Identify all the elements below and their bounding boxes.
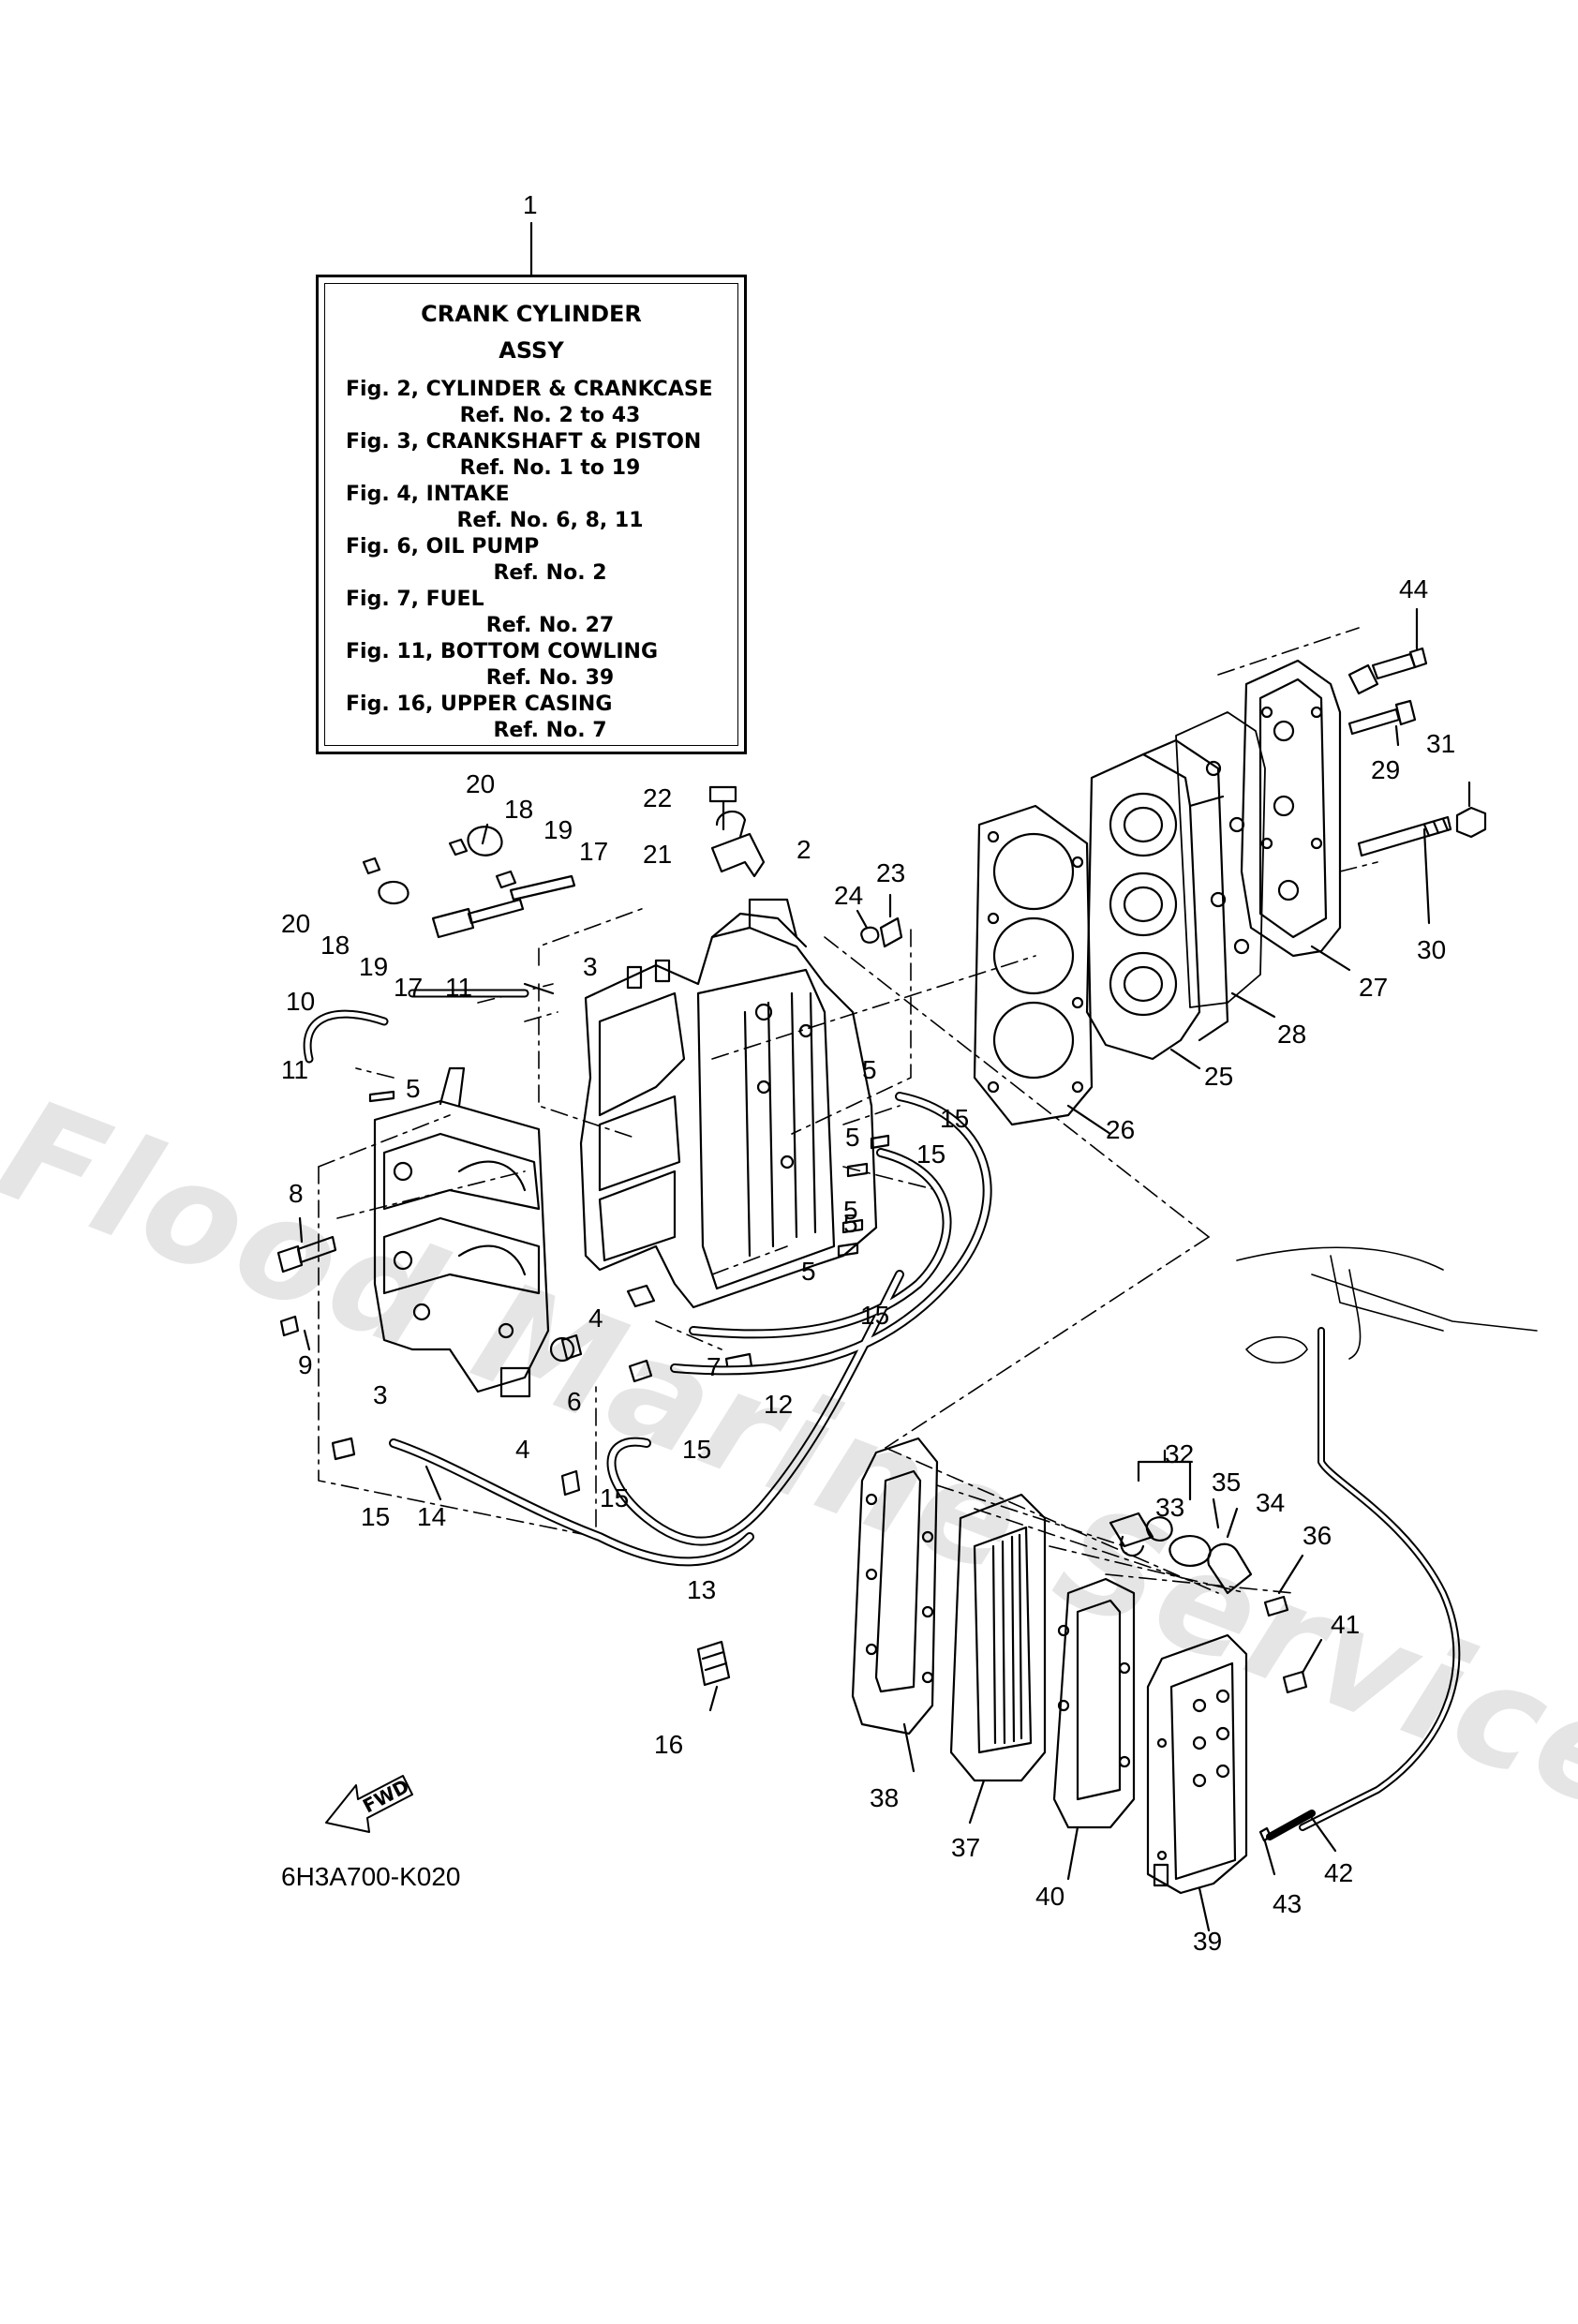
callout-36: 36 xyxy=(1303,1521,1332,1550)
callout-12: 12 xyxy=(764,1390,794,1419)
callout-21: 21 xyxy=(643,840,673,869)
callout-19: 19 xyxy=(359,952,389,981)
callout-4: 4 xyxy=(515,1435,530,1464)
callout-14: 14 xyxy=(417,1502,447,1531)
callout-10: 10 xyxy=(286,987,316,1016)
callout-18: 18 xyxy=(320,931,350,960)
callout-9: 9 xyxy=(298,1350,313,1379)
callout-17: 17 xyxy=(394,973,424,1002)
box-title-line1: CRANK CYLINDER xyxy=(421,301,642,327)
callout-28: 28 xyxy=(1277,1020,1307,1049)
callout-37: 37 xyxy=(951,1833,981,1862)
callout-30: 30 xyxy=(1417,935,1447,964)
callout-5: 5 xyxy=(801,1257,816,1286)
callout-19: 19 xyxy=(543,815,573,844)
callout-38: 38 xyxy=(870,1783,900,1812)
callout-3: 3 xyxy=(373,1380,388,1409)
callout-3: 3 xyxy=(583,952,598,981)
callout-15: 15 xyxy=(916,1140,946,1169)
box-fig-entry: Fig. 11, BOTTOM COWLING xyxy=(346,640,658,663)
box-fig-entry: Fig. 3, CRANKSHAFT & PISTON xyxy=(346,430,702,454)
callout-26: 26 xyxy=(1106,1115,1136,1144)
callout-11: 11 xyxy=(445,973,473,1002)
callout-39: 39 xyxy=(1193,1927,1223,1956)
callout-15: 15 xyxy=(361,1502,391,1531)
box-ref-entry: Ref. No. 2 to 43 xyxy=(459,404,641,427)
callout-32: 32 xyxy=(1165,1439,1195,1468)
callout-40: 40 xyxy=(1035,1882,1065,1911)
callout-13: 13 xyxy=(687,1575,717,1604)
callout-5: 5 xyxy=(862,1055,877,1084)
callout-22: 22 xyxy=(643,783,673,812)
callout-8: 8 xyxy=(289,1179,304,1208)
callout-42: 42 xyxy=(1324,1858,1354,1887)
box-ref-entry: Ref. No. 1 to 19 xyxy=(459,456,641,480)
fwd-label: FWD xyxy=(359,1775,412,1818)
box-fig-entry: Fig. 7, FUEL xyxy=(346,588,484,611)
box-ref-entry: Ref. No. 27 xyxy=(485,614,615,637)
callout-2: 2 xyxy=(796,835,811,864)
callout-23: 23 xyxy=(876,858,906,887)
callout-25: 25 xyxy=(1204,1062,1234,1091)
callout-34: 34 xyxy=(1256,1488,1286,1517)
callout-4: 4 xyxy=(588,1304,603,1333)
callout-18: 18 xyxy=(504,795,534,824)
callout-5: 5 xyxy=(843,1209,858,1238)
callout-15: 15 xyxy=(940,1104,970,1133)
callout-31: 31 xyxy=(1426,729,1456,758)
callout-35: 35 xyxy=(1212,1467,1242,1497)
box-fig-entry: Fig. 16, UPPER CASING xyxy=(346,693,613,716)
box-fig-entry: Fig. 4, INTAKE xyxy=(346,483,510,506)
callout-33: 33 xyxy=(1155,1493,1185,1522)
callout-11: 11 xyxy=(281,1055,309,1084)
callout-41: 41 xyxy=(1331,1610,1361,1639)
callout-44: 44 xyxy=(1399,574,1429,603)
callout-15: 15 xyxy=(682,1435,712,1464)
callout-7: 7 xyxy=(707,1352,722,1381)
callout-5: 5 xyxy=(843,1196,858,1225)
box-fig-entry: Fig. 2, CYLINDER & CRANKCASE xyxy=(346,378,713,401)
callout-20: 20 xyxy=(281,909,311,938)
callout-27: 27 xyxy=(1359,973,1389,1002)
callout-43: 43 xyxy=(1273,1889,1303,1918)
callout-16: 16 xyxy=(654,1730,684,1759)
callout-24: 24 xyxy=(834,881,864,910)
fwd-arrow xyxy=(325,1775,413,1833)
callout-5: 5 xyxy=(845,1123,860,1152)
assembly-info-box: CRANK CYLINDER ASSY Fig. 2, CYLINDER & C… xyxy=(316,275,747,754)
callout-29: 29 xyxy=(1371,755,1401,784)
box-fig-entry: Fig. 6, OIL PUMP xyxy=(346,535,540,559)
callout-17: 17 xyxy=(579,837,609,866)
box-ref-entry: Ref. No. 39 xyxy=(485,666,615,690)
callout-6: 6 xyxy=(567,1387,582,1416)
box-ref-entry: Ref. No. 7 xyxy=(493,719,607,742)
callout-15: 15 xyxy=(860,1301,890,1330)
box-ref-entry: Ref. No. 6, 8, 11 xyxy=(456,509,644,532)
callout-15: 15 xyxy=(600,1483,630,1512)
callout-5: 5 xyxy=(406,1074,421,1103)
diagram-code: 6H3A700-K020 xyxy=(281,1862,461,1891)
callout-1: 1 xyxy=(523,190,538,219)
callout-20: 20 xyxy=(466,769,496,798)
box-title-line2: ASSY xyxy=(499,337,564,364)
assembly-info-inner: CRANK CYLINDER ASSY Fig. 2, CYLINDER & C… xyxy=(324,283,738,746)
box-ref-entry: Ref. No. 2 xyxy=(493,561,607,585)
